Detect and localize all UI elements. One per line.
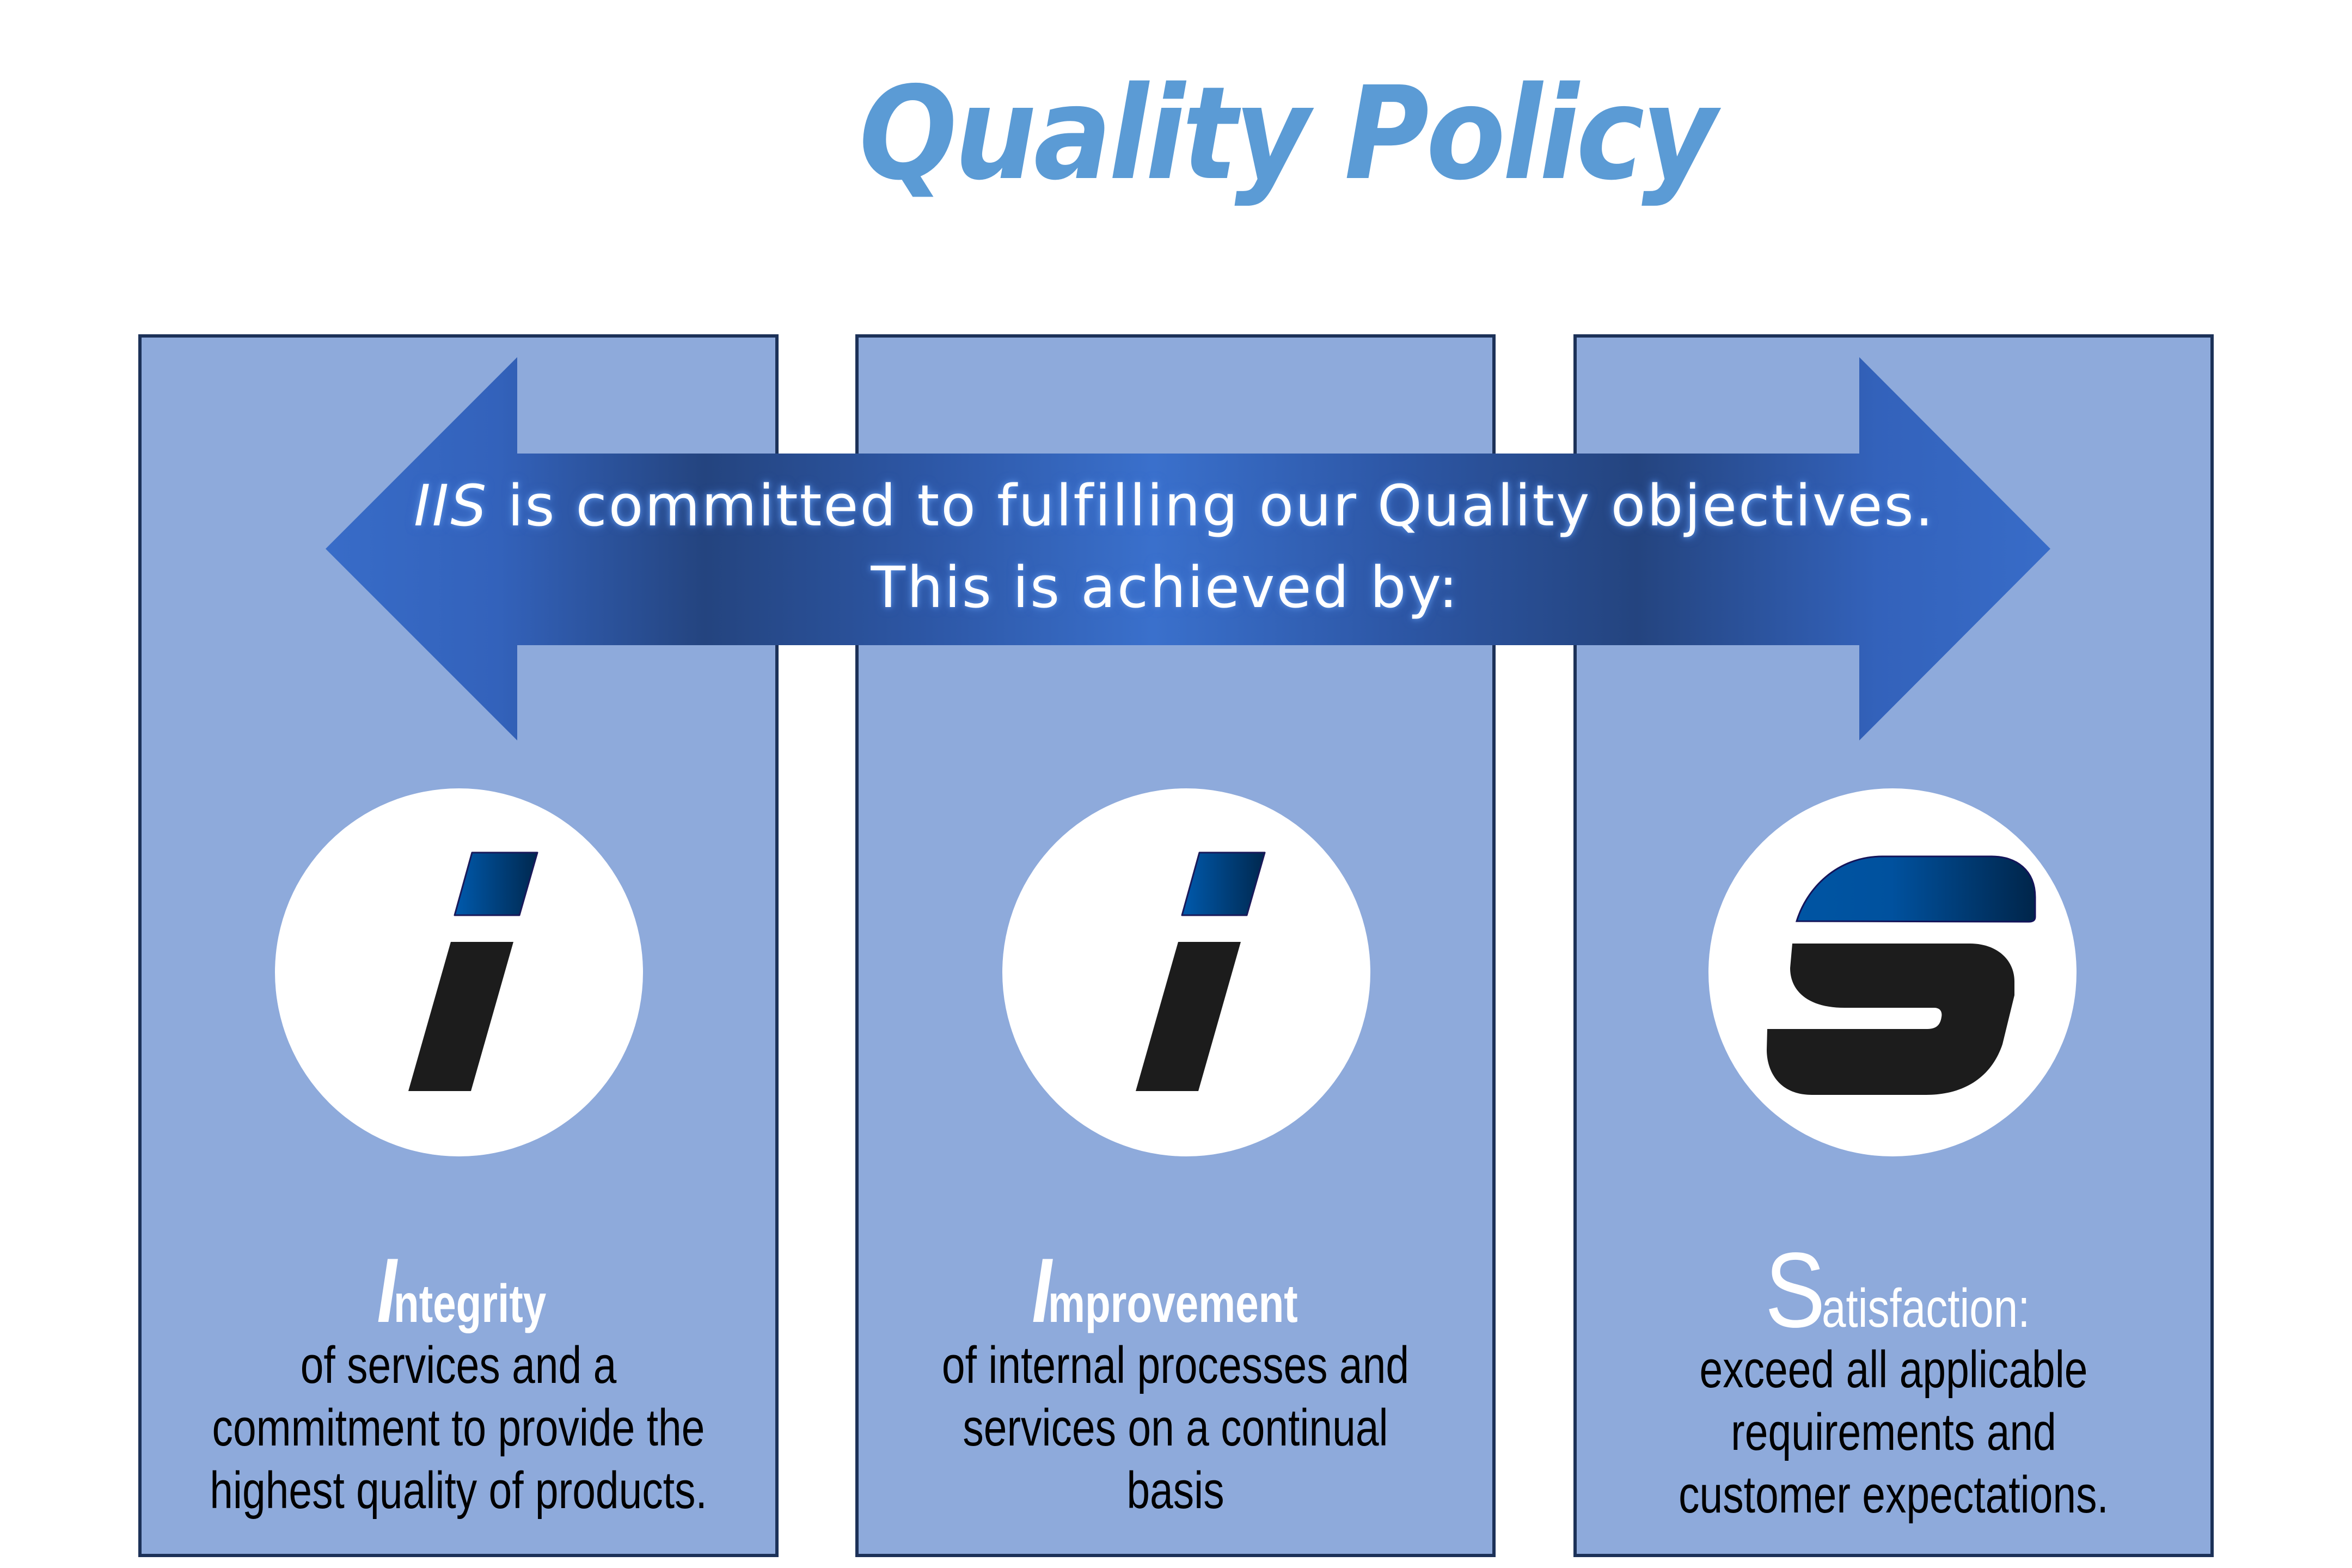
banner-line-2: This is achieved by: [871,554,1460,621]
integrity-logo [275,788,643,1156]
description-line: of services and a [300,1336,617,1394]
description-line: commitment to provide the [212,1399,705,1457]
i-logo-icon [1136,852,1266,1091]
heading-initial: I [377,1239,397,1342]
heading-initial: I [1031,1239,1052,1342]
pillar-description: of services and a commitment to provide … [138,1334,779,1522]
description-line: customer expectations. [1679,1466,2109,1524]
heading-rest: atisfaction: [1822,1278,2030,1339]
brand-name: IIS [414,473,488,539]
description-line: services on a continual [963,1399,1388,1457]
description-line: highest quality of products. [210,1461,707,1520]
banner-line-1: IIS is committed to fulfilling our Quali… [414,473,1933,539]
description-line: of internal processes and [941,1336,1410,1394]
description-line: exceed all applicable [1699,1340,2088,1399]
pillar-heading: Improvement [855,1239,1496,1342]
pillar-description: of internal processes and services on a … [855,1334,1496,1522]
pillar-heading: Integrity [138,1239,779,1342]
heading-initial: S [1765,1230,1826,1350]
description-line: basis [1126,1461,1224,1520]
pillar-integrity: Integrity of services and a commitment t… [138,1239,779,1522]
pillar-heading: Satisfaction: [1573,1230,2214,1350]
heading-rest: ntegrity [393,1273,546,1333]
pillar-satisfaction: Satisfaction: exceed all applicable requ… [1573,1230,2214,1526]
improvement-logo [1002,788,1370,1156]
heading-rest: mprovement [1048,1273,1298,1333]
pillar-improvement: Improvement of internal processes and se… [855,1239,1496,1522]
i-logo-icon [408,852,538,1091]
description-line: requirements and [1731,1403,2056,1461]
satisfaction-logo [1708,788,2077,1156]
s-logo-icon [1767,855,2036,1095]
banner-line-1-text: is committed to fulfilling our Quality o… [488,473,1935,539]
page-title: Quality Policy [859,59,1717,209]
pillar-description: exceed all applicable requirements and c… [1573,1338,2214,1526]
